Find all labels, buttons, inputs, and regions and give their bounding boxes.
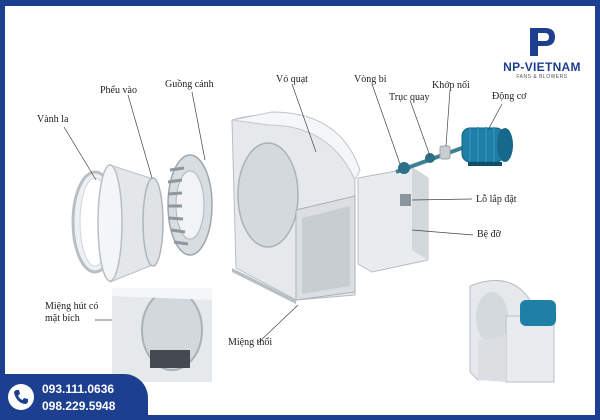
label-vo-quat: Vỏ quạt xyxy=(276,74,308,85)
contact-badge: 093.111.0636 098.229.5948 xyxy=(0,374,148,420)
phone-number-1[interactable]: 093.111.0636 xyxy=(42,382,115,396)
motor-part xyxy=(461,127,513,166)
shaft-assembly xyxy=(395,145,463,174)
label-lo-lap-dat: Lỗ lắp đặt xyxy=(476,194,517,205)
mounting-hole xyxy=(400,194,411,206)
label-mieng-hut: Miệng hút có mặt bích xyxy=(45,301,99,324)
inlet-cone-part xyxy=(97,164,164,283)
frame-right xyxy=(595,0,600,420)
label-truc-quay: Trục quay xyxy=(389,92,430,103)
label-be-do: Bệ đỡ xyxy=(477,229,501,240)
frame-top xyxy=(0,0,600,6)
leader-lines xyxy=(63,83,503,344)
impeller-part xyxy=(167,154,213,256)
label-dong-co: Động cơ xyxy=(492,91,527,102)
frame-bottom xyxy=(0,415,600,420)
brand-logo: NP-VIETNAM FANS & BLOWERS xyxy=(492,26,592,86)
phone-number-2[interactable]: 098.229.5948 xyxy=(42,399,116,413)
housing-part xyxy=(231,111,361,304)
label-khop-noi: Khớp nối xyxy=(432,80,470,91)
brand-tagline: FANS & BLOWERS xyxy=(516,74,568,80)
inset-inlet-closeup xyxy=(112,288,212,382)
frame-left xyxy=(0,0,5,420)
label-pheu-vao: Phểu vào xyxy=(100,85,137,96)
inset-assembled-fan xyxy=(469,279,556,383)
brand-name: NP-VIETNAM xyxy=(503,60,581,74)
logo-icon xyxy=(530,28,555,56)
label-vong-bi: Vòng bi xyxy=(354,74,387,85)
base-part xyxy=(357,167,429,273)
label-mieng-thoi: Miệng thổi xyxy=(228,337,273,348)
phone-icon xyxy=(8,384,34,410)
label-guong-canh: Guồng cánh xyxy=(165,79,214,90)
label-vanh-la: Vành la xyxy=(37,114,69,125)
